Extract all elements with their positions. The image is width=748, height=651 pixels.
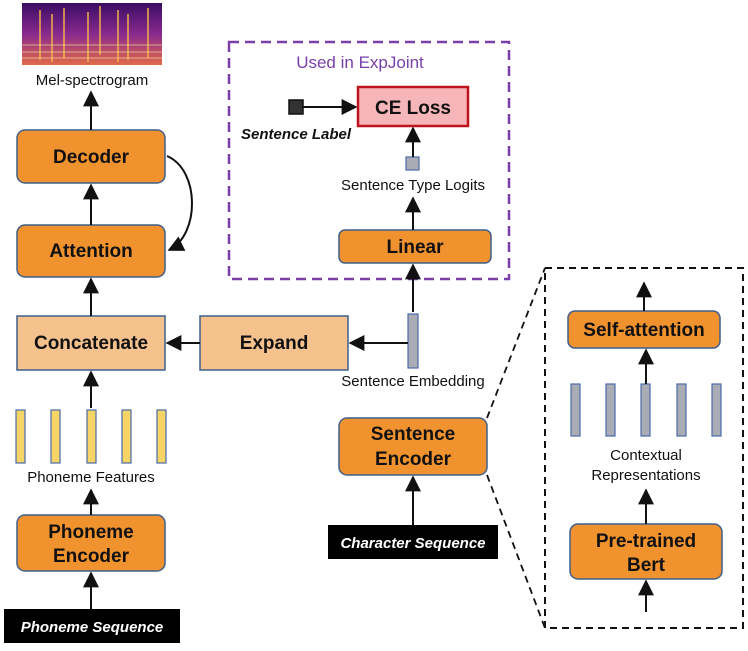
phoneme-encoder-label-1: Phoneme	[48, 522, 134, 543]
phoneme-feature-bar	[121, 409, 132, 464]
character-sequence-input	[328, 525, 498, 559]
contextual-bar	[605, 383, 616, 437]
phoneme-sequence-input	[4, 609, 180, 643]
concatenate-label: Concatenate	[34, 333, 148, 354]
concatenate-box	[16, 315, 166, 371]
arrow-decoder-to-attention-loop	[166, 155, 193, 251]
contextual-bar	[676, 383, 687, 437]
expjoint-title: Used in ExpJoint	[296, 53, 424, 72]
ce-loss-label: CE Loss	[375, 98, 451, 119]
sentence-embedding-label: Sentence Embedding	[341, 373, 484, 390]
attention-label: Attention	[49, 241, 132, 262]
expjoint-region	[227, 40, 511, 281]
phoneme-feature-bar	[156, 409, 167, 464]
decoder-label: Decoder	[53, 147, 130, 168]
expand-label: Expand	[240, 333, 309, 354]
sentence-encoder-label-1: Sentence	[371, 424, 455, 445]
zoom-line-top	[486, 267, 546, 419]
mel-spectrogram-label: Mel-spectrogram	[36, 72, 149, 89]
ce-loss-box	[356, 85, 470, 128]
contextual-label-1: Contextual	[610, 447, 682, 464]
self-attention-label: Self-attention	[583, 320, 704, 341]
linear-label: Linear	[386, 237, 444, 258]
bert-label-1: Pre-trained	[596, 531, 696, 552]
spectrogram-icon	[22, 3, 162, 65]
sentence-encoder-box	[338, 417, 488, 476]
phoneme-feature-bars	[15, 409, 167, 464]
sentence-label-square	[288, 99, 304, 115]
sentence-embedding-bar	[407, 313, 419, 369]
contextual-representation-bars	[570, 383, 722, 437]
character-sequence-label: Character Sequence	[340, 535, 485, 552]
sentence-encoder-label-2: Encoder	[375, 449, 452, 470]
sentence-type-logits-label: Sentence Type Logits	[341, 177, 485, 194]
contextual-bar	[640, 383, 651, 437]
phoneme-features-label: Phoneme Features	[27, 469, 155, 486]
zoom-line-bottom	[486, 474, 546, 629]
logits-square	[405, 156, 420, 171]
linear-box	[338, 229, 492, 264]
phoneme-feature-bar	[15, 409, 26, 464]
bert-label-2: Bert	[627, 555, 666, 576]
contextual-label-2: Representations	[591, 467, 700, 484]
sentence-encoder-detail-region	[544, 267, 744, 629]
phoneme-feature-bar	[50, 409, 61, 464]
contextual-bar	[711, 383, 722, 437]
sentence-label-text: Sentence Label	[241, 126, 352, 143]
phoneme-feature-bar	[86, 409, 97, 464]
contextual-bar	[570, 383, 581, 437]
phoneme-sequence-label: Phoneme Sequence	[21, 619, 164, 636]
phoneme-encoder-label-2: Encoder	[53, 546, 130, 567]
